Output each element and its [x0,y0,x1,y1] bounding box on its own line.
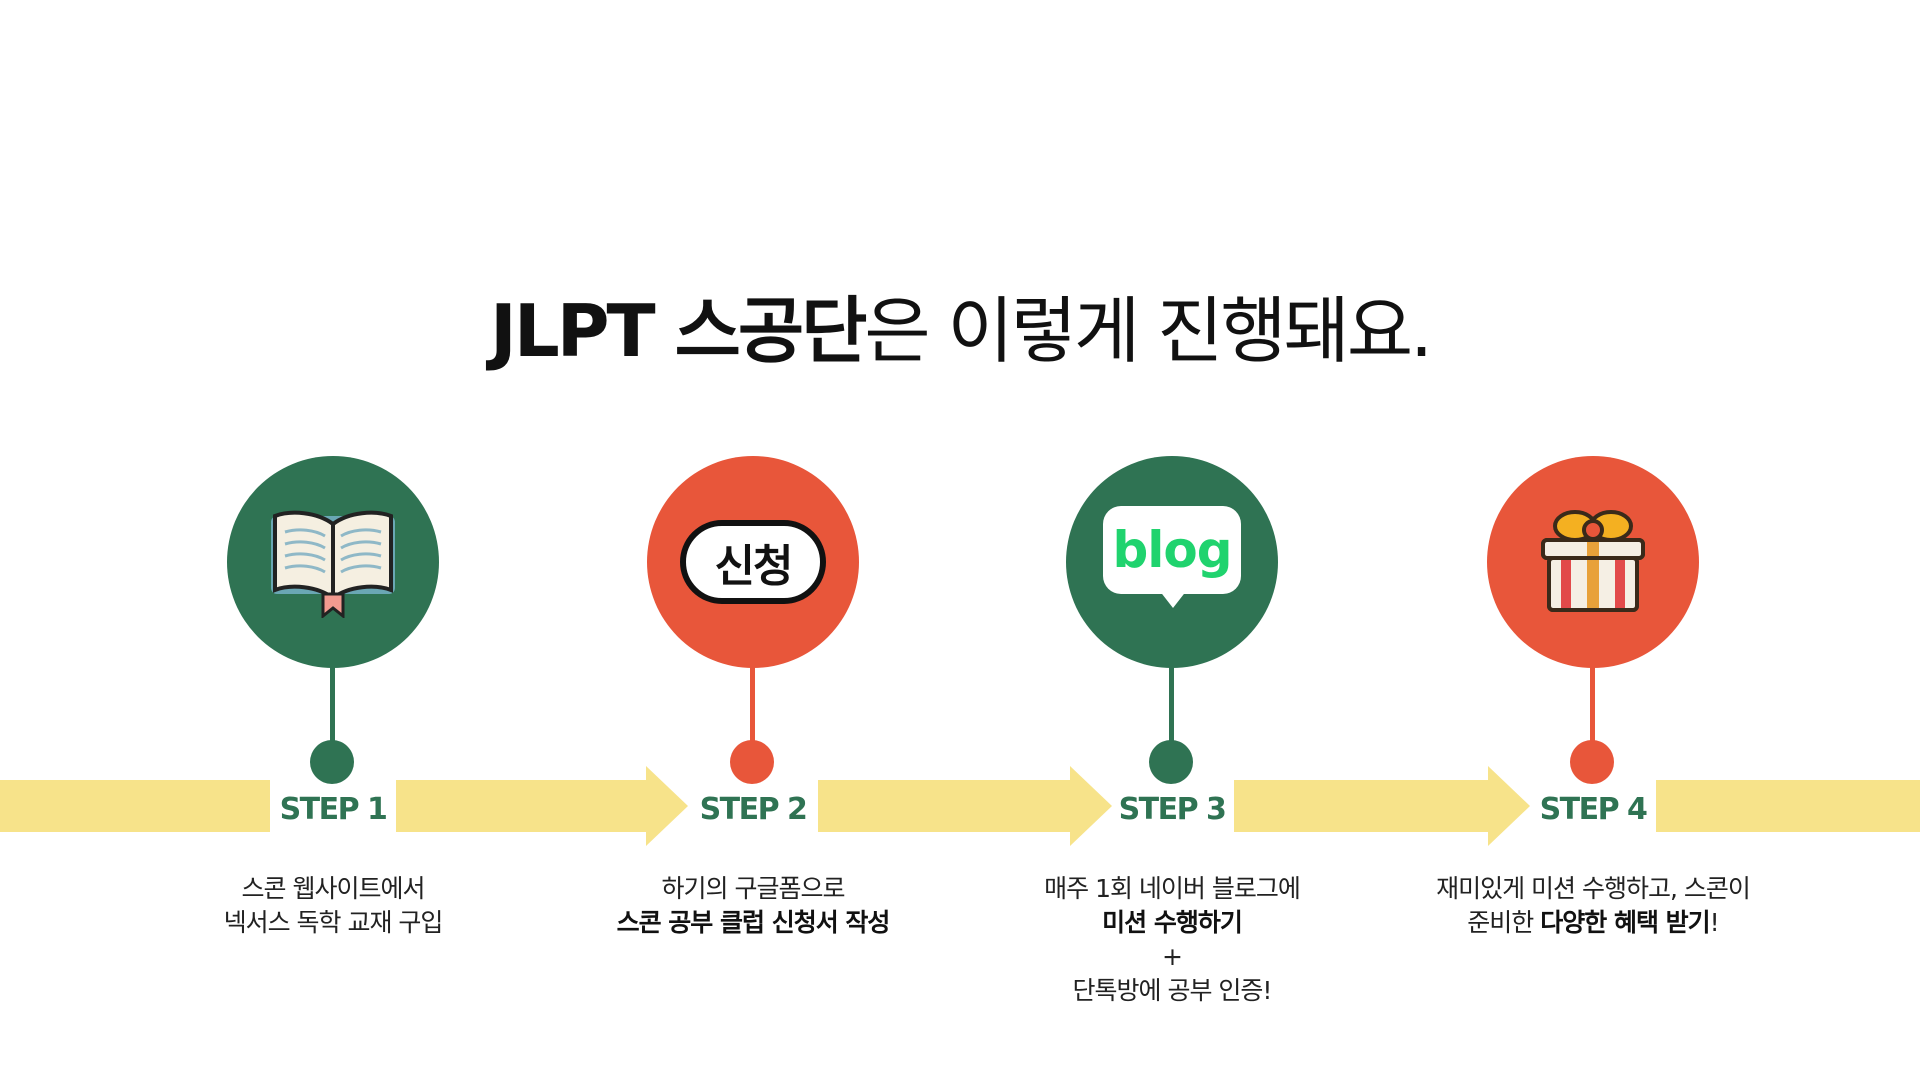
step-3-line-4-text: 단톡방에 공부 인증! [1072,976,1273,1005]
timeline-arrow-2 [1070,766,1112,846]
step-3-description: 매주 1회 네이버 블로그에 미션 수행하기 + 단톡방에 공부 인증! [962,872,1382,1008]
step-4-line-1: 재미있게 미션 수행하고, 스콘이 [1383,872,1803,906]
timeline-band-4 [1234,780,1490,832]
gift-box-icon [1535,504,1651,620]
step-3-line-4: 단톡방에 공부 인증! [962,974,1382,1008]
step-4-line-1-text: 재미있게 미션 수행하고, 스콘이 [1436,874,1751,903]
step-3-label: STEP 3 [1118,792,1227,827]
step-1-line-2: 넥서스 독학 교재 구입 [123,906,543,940]
step-2-line-2-text: 스콘 공부 클럽 신청서 작성 [616,908,891,937]
step-1-line-2-text: 넥서스 독학 교재 구입 [223,908,444,937]
step-3-line-3: + [962,940,1382,974]
step-4-line-2-suffix: ! [1709,908,1720,937]
step-4-circle [1487,456,1699,668]
timeline-arrow-1 [646,766,688,846]
application-badge-text: 신청 [714,541,794,592]
step-2-line-1-text: 하기의 구글폼으로 [661,874,846,903]
page-title-regular: 은 이렇게 진행돼요. [864,289,1433,374]
step-2-circle: 신청 [647,456,859,668]
step-3-dot [1149,740,1193,784]
step-2-line-2: 스콘 공부 클럽 신청서 작성 [543,906,963,940]
open-book-icon [265,502,401,622]
step-4-line-2: 준비한 다양한 혜택 받기! [1383,906,1803,940]
step-4-line-2-highlight: 다양한 혜택 받기 [1540,908,1710,937]
step-3-stem [1169,666,1174,766]
step-3: blog STEP 3 매주 1회 네이버 블로그에 미션 수행하기 + 단톡방… [962,456,1382,1016]
timeline-arrow-3 [1488,766,1530,846]
page-title: JLPT 스공단은 이렇게 진행돼요. [0,288,1920,374]
step-1-circle [227,456,439,668]
step-4-line-2-prefix: 준비한 [1467,908,1541,937]
step-2-line-1: 하기의 구글폼으로 [543,872,963,906]
blog-bubble-tail [1159,590,1187,608]
step-1-dot [310,740,354,784]
blog-bubble-text: blog [1112,521,1232,579]
timeline-band-5 [1656,780,1920,832]
step-4: STEP 4 재미있게 미션 수행하고, 스콘이 준비한 다양한 혜택 받기! [1383,456,1803,1016]
step-4-stem [1590,666,1595,766]
timeline-band-1 [0,780,270,832]
step-1-label: STEP 1 [279,792,388,827]
step-1-line-1-text: 스콘 웹사이트에서 [241,874,426,903]
timeline-band-3 [818,780,1072,832]
step-3-line-2: 미션 수행하기 [962,906,1382,940]
step-2: 신청 STEP 2 하기의 구글폼으로 스콘 공부 클럽 신청서 작성 [543,456,963,1016]
step-4-description: 재미있게 미션 수행하고, 스콘이 준비한 다양한 혜택 받기! [1383,872,1803,940]
step-3-line-2-text: 미션 수행하기 [1102,908,1243,937]
step-3-line-1-text: 매주 1회 네이버 블로그에 [1044,874,1301,903]
step-2-stem [750,666,755,766]
step-3-line-1: 매주 1회 네이버 블로그에 [962,872,1382,906]
application-badge-icon: 신청 [680,520,826,604]
page-title-bold: JLPT 스공단 [490,289,867,374]
step-1-stem [330,666,335,766]
step-1-description: 스콘 웹사이트에서 넥서스 독학 교재 구입 [123,872,543,940]
step-1: STEP 1 스콘 웹사이트에서 넥서스 독학 교재 구입 [123,456,543,1016]
step-2-dot [730,740,774,784]
step-2-label: STEP 2 [699,792,808,827]
timeline-band-2 [396,780,648,832]
step-4-label: STEP 4 [1539,792,1648,827]
step-2-description: 하기의 구글폼으로 스콘 공부 클럽 신청서 작성 [543,872,963,940]
blog-bubble: blog [1103,506,1241,594]
step-1-line-1: 스콘 웹사이트에서 [123,872,543,906]
step-4-dot [1570,740,1614,784]
step-3-plus-text: + [1162,942,1183,971]
blog-bubble-icon: blog [1103,506,1241,618]
step-3-circle: blog [1066,456,1278,668]
